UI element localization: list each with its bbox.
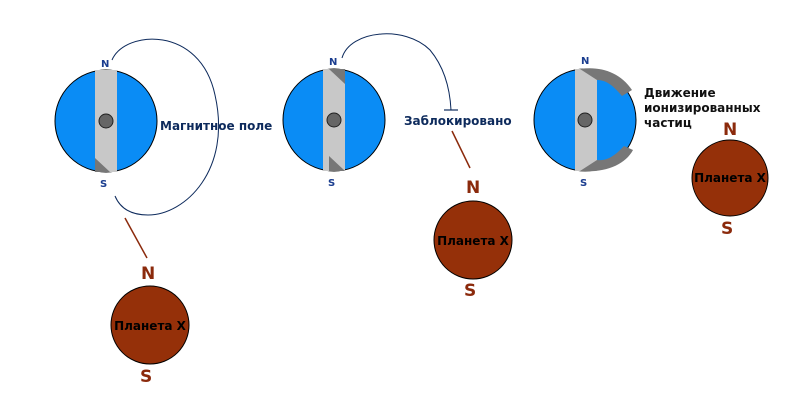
- planet-x-label: Планета X: [694, 171, 767, 185]
- planet-x: [691, 139, 769, 217]
- south-pole-label: S: [328, 178, 335, 189]
- ionized-particles-label-line3: частиц: [644, 116, 692, 130]
- planet-x: [433, 200, 513, 280]
- connector-line: [124, 217, 148, 259]
- planet-x-label: Планета X: [114, 319, 187, 333]
- blocked-label: Заблокировано: [404, 114, 512, 128]
- south-pole-label: S: [580, 178, 587, 189]
- magnet-bar-shade: [95, 158, 110, 172]
- north-pole-label: N: [329, 57, 337, 68]
- ionized-particles-label-line1: Движение: [644, 86, 716, 100]
- planet-south-label: S: [140, 367, 152, 387]
- planet-x-label: Планета X: [437, 234, 510, 248]
- earth-core: [98, 113, 114, 129]
- planet-x: [110, 285, 190, 365]
- panel-1: N S Магнитное поле N Планета X S: [54, 38, 272, 387]
- magnetic-field-label: Магнитное поле: [160, 119, 272, 133]
- magnet-bar-shade-top: [329, 69, 345, 84]
- panel-3: N S Движение ионизированных частиц N Пла…: [533, 56, 769, 239]
- magnetic-field-line: [111, 38, 220, 216]
- particle-stream-top: [580, 68, 632, 96]
- earth-core: [326, 112, 342, 128]
- ionized-particles-label-line2: ионизированных: [644, 101, 761, 115]
- planet-north-label: N: [141, 264, 155, 284]
- panel-2: N S Заблокировано N Планета X S: [282, 33, 513, 301]
- north-pole-label: N: [581, 56, 589, 67]
- planet-south-label: S: [464, 281, 476, 301]
- magnet-bar-shade-bottom: [329, 156, 345, 171]
- earth-core: [577, 112, 593, 128]
- south-pole-label: S: [100, 179, 107, 190]
- planet-south-label: S: [721, 219, 733, 239]
- connector-line: [451, 130, 471, 169]
- particle-stream-bottom: [580, 146, 633, 172]
- magnetic-field-line: [341, 33, 452, 111]
- planet-north-label: N: [723, 120, 737, 140]
- planet-north-label: N: [466, 178, 480, 198]
- north-pole-label: N: [101, 59, 109, 70]
